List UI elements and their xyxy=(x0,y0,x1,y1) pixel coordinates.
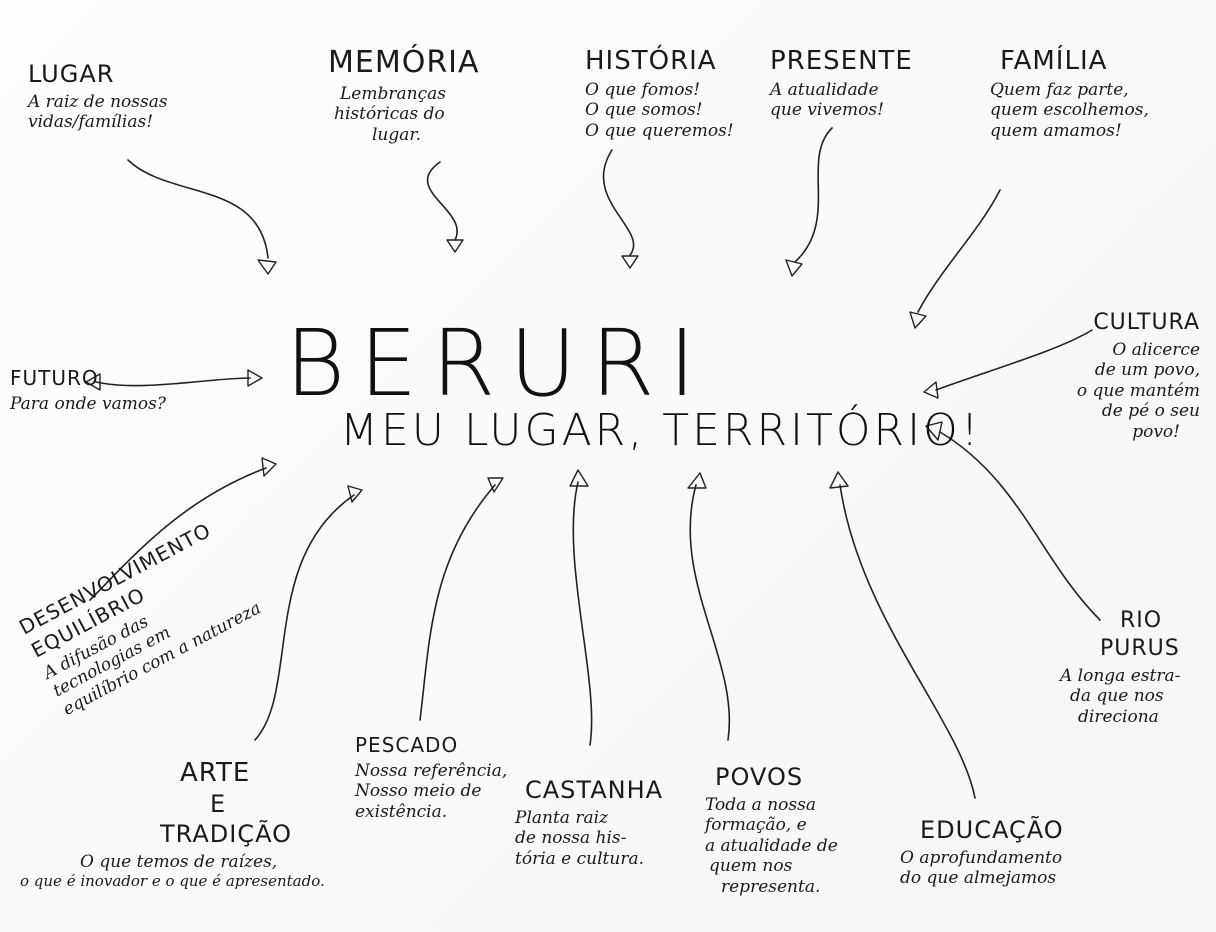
node-educacao-line: O aprofundamento xyxy=(900,848,1063,868)
node-educacao-title: EDUCAÇÃO xyxy=(920,816,1064,844)
node-historia-line: O que fomos! xyxy=(585,80,701,100)
node-castanha-line: tória e cultura. xyxy=(515,848,644,869)
node-futuro-title: FUTURO xyxy=(10,366,99,390)
node-rio-title2: PURUS xyxy=(1100,636,1180,661)
arrow-head-arte xyxy=(347,485,363,503)
arrow-head-povos xyxy=(687,472,707,489)
node-povos-title: POVOS xyxy=(715,763,804,791)
arrow-castanha xyxy=(572,481,593,746)
arrow-head-familia xyxy=(909,311,927,329)
arrow-head-memoria xyxy=(446,239,464,253)
node-historia-line: O que queremos! xyxy=(585,120,734,141)
node-presente-line: A atualidade xyxy=(770,80,879,100)
node-povos-line: representa. xyxy=(721,876,821,897)
node-rio: RIO PURUS A longa estra- da que nos dire… xyxy=(1060,610,1210,727)
arrow-head-presente xyxy=(785,259,803,277)
node-cultura-line: de pé o seu xyxy=(1101,401,1200,422)
arrow-educacao xyxy=(839,484,976,799)
arrow-desenvolvimento xyxy=(89,467,267,601)
node-castanha-line: Planta raiz xyxy=(515,808,608,828)
node-arte-title2: E xyxy=(210,790,227,818)
node-presente-line: que vivemos! xyxy=(770,100,884,121)
node-povos-line: a atualidade de xyxy=(705,835,838,856)
node-memoria-line: históricas do xyxy=(334,104,445,125)
node-cultura-title: CULTURA xyxy=(1093,310,1200,335)
arrow-rio xyxy=(939,431,1101,621)
node-pescado-title: PESCADO xyxy=(355,733,459,757)
node-pescado-line: Nossa referência, xyxy=(355,761,508,781)
node-povos: POVOS Toda a nossa formação, e a atualid… xyxy=(705,765,838,897)
center-subtitle: MEU LUGAR, TERRITÓRIO! xyxy=(340,405,982,456)
arrow-head-cultura xyxy=(923,381,939,399)
arrow-head-futuro-right xyxy=(247,369,263,387)
arrow-head-historia xyxy=(621,255,639,269)
node-cultura-line: O alicerce xyxy=(1112,340,1200,360)
node-memoria-title: MEMÓRIA xyxy=(328,45,480,80)
arrow-head-futuro-left xyxy=(85,373,101,391)
arrow-arte xyxy=(254,494,355,741)
node-cultura-line: povo! xyxy=(1132,421,1180,442)
arrow-head-lugar xyxy=(257,259,277,275)
node-castanha-title: CASTANHA xyxy=(525,776,664,804)
node-povos-line: Toda a nossa xyxy=(705,795,816,815)
node-historia: HISTÓRIA O que fomos! O que somos! O que… xyxy=(585,48,734,141)
node-arte-title: ARTE xyxy=(180,758,251,788)
node-pescado: PESCADO Nossa referência, Nosso meio de … xyxy=(355,735,507,822)
node-arte: ARTE E TRADIÇÃO O que temos de raízes, o… xyxy=(20,760,440,890)
node-castanha-line: de nossa his- xyxy=(515,828,627,849)
node-rio-title: RIO xyxy=(1120,608,1163,633)
node-povos-line: formação, e xyxy=(705,815,807,836)
node-pescado-line: Nosso meio de xyxy=(355,781,482,802)
node-familia-line: Quem faz parte, xyxy=(990,80,1129,100)
node-castanha: CASTANHA Planta raiz de nossa his- tória… xyxy=(515,778,663,869)
node-pescado-line: existência. xyxy=(355,801,448,822)
node-cultura: CULTURA O alicerce de um povo, o que man… xyxy=(1030,312,1200,442)
node-presente-title: PRESENTE xyxy=(770,46,913,76)
node-cultura-line: o que mantém xyxy=(1076,380,1200,401)
node-arte-title3: TRADIÇÃO xyxy=(160,820,292,848)
node-familia-line: quem escolhemos, xyxy=(990,100,1149,121)
node-povos-line: quem nos xyxy=(709,856,793,877)
node-presente: PRESENTE A atualidade que vivemos! xyxy=(770,48,913,121)
arrow-head-educacao xyxy=(829,471,849,489)
node-rio-line: direciona xyxy=(1078,706,1159,727)
node-historia-title: HISTÓRIA xyxy=(585,46,717,76)
arrow-futuro xyxy=(95,377,251,387)
node-memoria-line: Lembranças xyxy=(340,84,446,104)
arrow-pescado xyxy=(419,484,496,721)
node-educacao-line: do que almejamos xyxy=(900,868,1057,889)
node-familia: FAMÍLIA Quem faz parte, quem escolhemos,… xyxy=(990,48,1149,141)
node-historia-line: O que somos! xyxy=(585,100,703,121)
node-memoria: MEMÓRIA Lembranças históricas do lugar. xyxy=(328,48,480,145)
arrow-presente xyxy=(794,127,833,263)
node-lugar-line: vidas/famílias! xyxy=(28,112,154,133)
node-educacao: EDUCAÇÃO O aprofundamento do que almejam… xyxy=(900,818,1064,889)
arrow-memoria xyxy=(426,161,458,241)
arrow-historia xyxy=(602,149,635,256)
node-cultura-line: de um povo, xyxy=(1094,360,1200,381)
arrow-povos xyxy=(689,484,731,741)
arrow-head-castanha xyxy=(569,469,589,487)
arrow-lugar xyxy=(127,159,269,259)
center-title: BERURI xyxy=(285,310,710,417)
node-memoria-line: lugar. xyxy=(372,124,422,145)
arrow-familia xyxy=(917,189,1001,313)
arrow-head-desenvolvimento xyxy=(261,457,277,477)
node-futuro: FUTURO Para onde vamos? xyxy=(10,368,166,414)
node-familia-line: quem amamos! xyxy=(990,120,1122,141)
node-arte-line: o que é inovador e o que é apresentado. xyxy=(20,872,325,891)
arrow-head-pescado xyxy=(487,477,504,493)
node-familia-title: FAMÍLIA xyxy=(1000,46,1108,76)
node-lugar-line: A raiz de nossas xyxy=(28,92,168,112)
arrow-cultura xyxy=(935,329,1093,391)
node-rio-line: A longa estra- xyxy=(1060,666,1181,686)
node-lugar: LUGAR A raiz de nossas vidas/famílias! xyxy=(28,62,168,133)
node-futuro-line: Para onde vamos? xyxy=(10,394,166,414)
node-lugar-title: LUGAR xyxy=(28,60,115,88)
node-arte-line: O que temos de raízes, xyxy=(80,852,278,872)
arrow-head-rio xyxy=(925,421,943,441)
node-rio-line: da que nos xyxy=(1070,686,1164,707)
